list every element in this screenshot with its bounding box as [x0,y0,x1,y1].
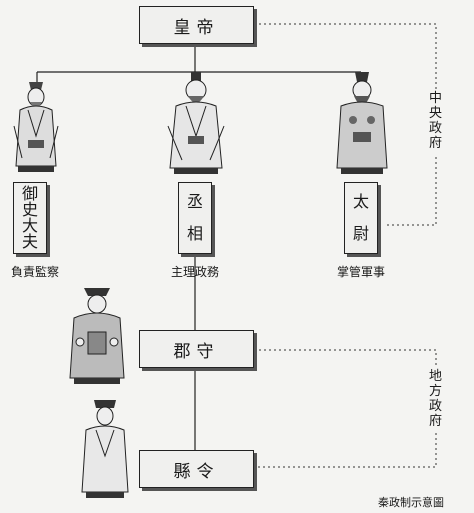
central-char-4: 府 [429,135,443,151]
censor-char-2: 史 [21,200,38,219]
magistrate-figure [81,400,129,498]
chancellor-char-1: 丞 [186,192,203,211]
commandant-caption: 掌管軍事 [336,265,385,279]
central-government-label: 中 央 政 府 [429,90,443,154]
governor-box: 郡守 [139,330,254,368]
local-char-2: 方 [429,383,443,399]
central-char-3: 政 [429,120,443,136]
central-char-1: 中 [429,91,443,106]
chancellor-figure [167,72,225,174]
local-government-label: 地 方 政 府 [429,368,443,432]
magistrate-box: 縣令 [139,450,254,488]
censor-caption: 負責監察 [10,265,59,279]
commandant-char-2: 尉 [352,224,369,243]
commandant-box: 太 尉 [344,182,378,254]
commandant-char-1: 太 [352,192,369,211]
local-char-1: 地 [429,369,443,384]
censor-char-1: 御 [21,184,38,203]
commandant-figure [336,72,388,174]
censor-char-4: 夫 [21,232,38,251]
censor-figure [13,82,59,172]
chancellor-caption: 主理政務 [170,265,219,279]
central-char-2: 央 [429,105,443,121]
censor-box: 御 史 大 夫 [13,182,47,254]
governor-figure [69,288,125,384]
local-char-4: 府 [429,413,443,429]
local-char-3: 政 [429,398,443,414]
chancellor-char-2: 相 [186,224,203,243]
emperor-box: 皇帝 [139,6,254,44]
chancellor-box: 丞 相 [178,182,212,254]
figure-caption: 秦政制示意圖 [378,496,444,509]
censor-char-3: 大 [21,216,38,235]
